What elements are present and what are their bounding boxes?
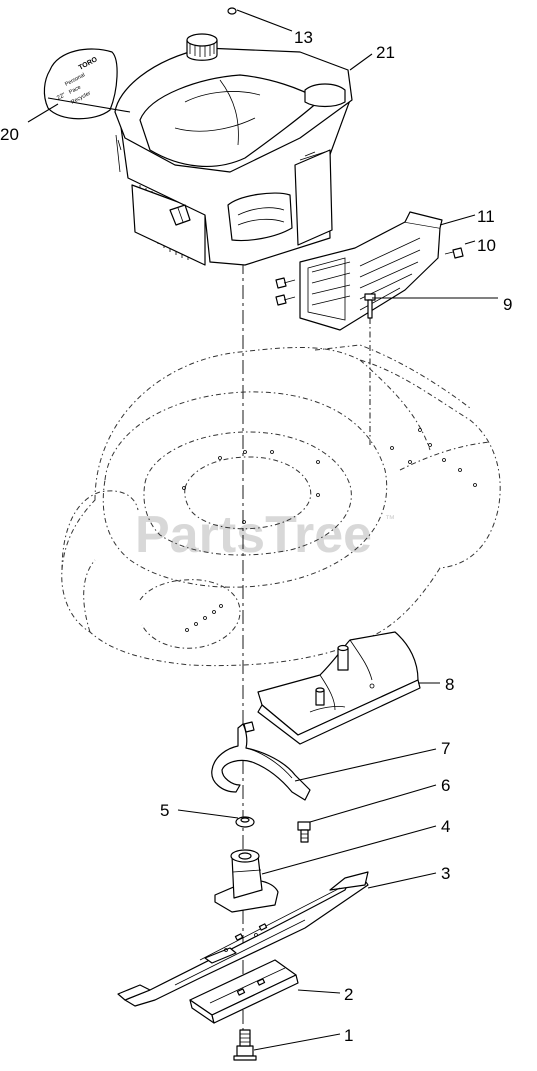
callout-5: 5 xyxy=(160,801,169,820)
callout-3: 3 xyxy=(441,864,450,883)
engine-shield xyxy=(275,211,443,331)
blade-bolt xyxy=(233,1029,257,1061)
engine-decal: TORO Personal Pace Recycler 22" xyxy=(43,48,118,120)
callout-20: 20 xyxy=(0,125,19,144)
mower-deck-phantom xyxy=(61,344,501,667)
decal-line-4: 22" xyxy=(56,92,67,101)
deck-bolt-part xyxy=(364,293,376,445)
key-washer xyxy=(235,816,255,828)
bolt-part xyxy=(297,821,311,843)
decal-line-2: Pace xyxy=(68,85,82,96)
baffle xyxy=(257,631,421,745)
callout-8: 8 xyxy=(445,675,454,694)
callout-9: 9 xyxy=(503,295,512,314)
bail-bracket xyxy=(211,721,311,801)
callout-11: 11 xyxy=(477,207,495,226)
screw-part xyxy=(444,247,464,259)
blade xyxy=(117,871,369,1007)
callout-10: 10 xyxy=(477,236,496,255)
callout-labels: 13 21 20 11 10 9 8 7 6 5 4 3 2 1 xyxy=(0,28,512,1045)
leader-lines xyxy=(27,9,498,1051)
callout-7: 7 xyxy=(441,739,450,758)
watermark-trademark: ™ xyxy=(385,514,395,525)
callout-13: 13 xyxy=(294,28,313,47)
callout-4: 4 xyxy=(441,817,450,836)
callout-2: 2 xyxy=(344,985,353,1004)
watermark-text: PartsTree xyxy=(135,506,372,564)
callout-1: 1 xyxy=(344,1026,353,1045)
callout-21: 21 xyxy=(376,43,395,62)
blade-adapter xyxy=(214,849,279,913)
engine xyxy=(114,33,353,266)
plug-part xyxy=(227,7,237,15)
blade-stiffener xyxy=(189,959,299,1024)
callout-6: 6 xyxy=(441,776,450,795)
